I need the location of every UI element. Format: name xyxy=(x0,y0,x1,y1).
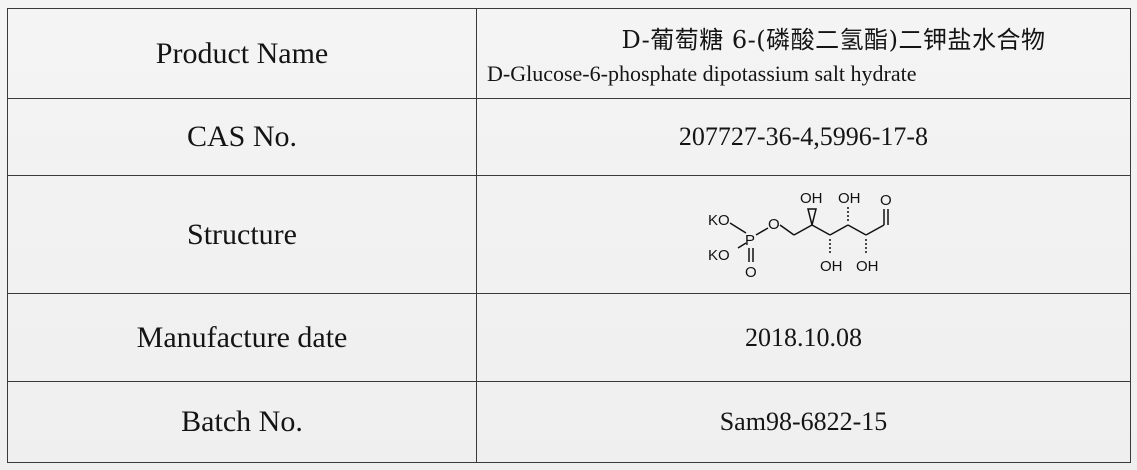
batch-value: Sam98-6822-15 xyxy=(476,381,1131,463)
batch-label: Batch No. xyxy=(7,381,477,463)
cas-label: CAS No. xyxy=(7,98,477,176)
hydroxyl-down-2-label: OH xyxy=(856,258,879,275)
manufacture-date-label: Manufacture date xyxy=(7,293,477,382)
phosphoryl-oxygen-label: O xyxy=(745,264,757,281)
ester-oxygen-label: O xyxy=(768,216,780,233)
structure-value: KO P KO O O xyxy=(476,175,1131,294)
structure-label: Structure xyxy=(7,175,477,294)
ko-top-label: KO xyxy=(708,212,730,229)
phosphorus-label: P xyxy=(745,232,755,249)
table-row-product-name: Product Name D-葡萄糖 6-(磷酸二氢酯)二钾盐水合物 D-Glu… xyxy=(7,8,1131,99)
manufacture-date-value: 2018.10.08 xyxy=(476,293,1131,382)
cas-value: 207727-36-4,5996-17-8 xyxy=(476,98,1131,176)
hydroxyl-down-1-label: OH xyxy=(820,258,843,275)
product-name-value: D-葡萄糖 6-(磷酸二氢酯)二钾盐水合物 D-Glucose-6-phosph… xyxy=(476,8,1131,99)
product-name-label: Product Name xyxy=(7,8,477,99)
product-name-chinese: D-葡萄糖 6-(磷酸二氢酯)二钾盐水合物 xyxy=(621,26,1046,54)
ko-bottom-label: KO xyxy=(708,247,730,264)
chemical-structure-diagram: KO P KO O O xyxy=(708,190,892,281)
hydroxyl-up-1-label: OH xyxy=(800,190,823,207)
aldehyde-oxygen-label: O xyxy=(880,192,892,209)
product-spec-table: Product Name D-葡萄糖 6-(磷酸二氢酯)二钾盐水合物 D-Glu… xyxy=(7,8,1131,463)
table-row-cas: CAS No. 207727-36-4,5996-17-8 xyxy=(7,98,1131,176)
table-row-structure: Structure KO P KO O O xyxy=(7,175,1131,294)
table-row-manufacture-date: Manufacture date 2018.10.08 xyxy=(7,293,1131,382)
table-row-batch: Batch No. Sam98-6822-15 xyxy=(7,381,1131,463)
product-name-english: D-Glucose-6-phosphate dipotassium salt h… xyxy=(487,61,917,86)
hydroxyl-up-2-label: OH xyxy=(838,190,861,207)
